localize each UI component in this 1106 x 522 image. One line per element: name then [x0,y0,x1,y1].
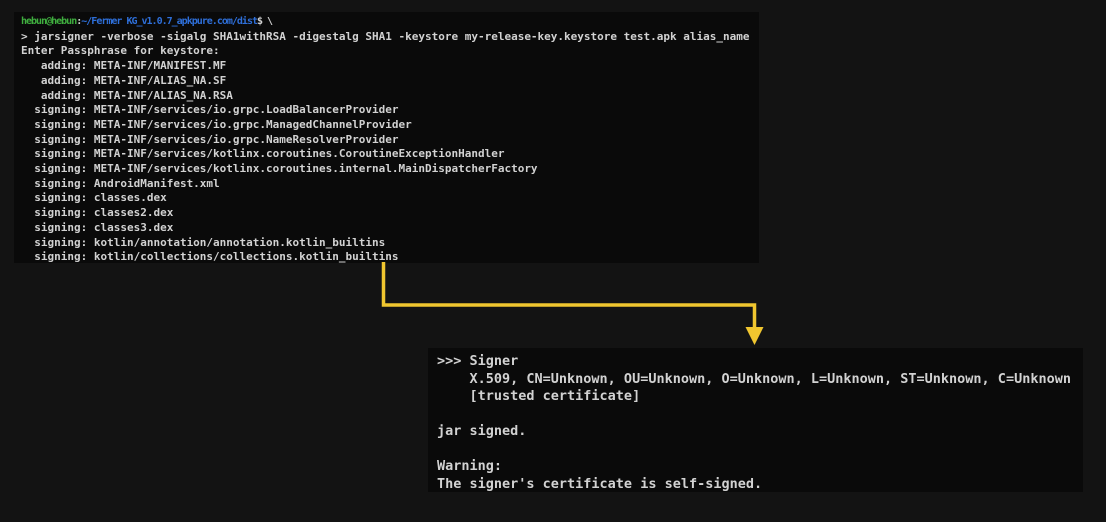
flow-arrow-line [381,262,757,329]
signer-result-terminal[interactable]: >>> Signer X.509, CN=Unknown, OU=Unknown… [428,348,1083,492]
prompt-path: ~/Fermer KG_v1.0.7_apkpure.com/dist [81,16,258,27]
jarsigner-output-text: > jarsigner -verbose -sigalg SHA1withRSA… [21,29,750,264]
flow-arrow-head [745,327,764,345]
signer-output-text: >>> Signer X.509, CN=Unknown, OU=Unknown… [437,353,1071,492]
shell-prompt: hebun@hebun:~/Fermer KG_v1.0.7_apkpure.c… [21,15,755,30]
prompt-separator: : [76,16,82,27]
jarsigner-terminal[interactable]: hebun@hebun:~/Fermer KG_v1.0.7_apkpure.c… [14,12,759,263]
prompt-suffix: $ \ [256,16,273,27]
prompt-user-host: hebun@hebun [21,16,77,27]
